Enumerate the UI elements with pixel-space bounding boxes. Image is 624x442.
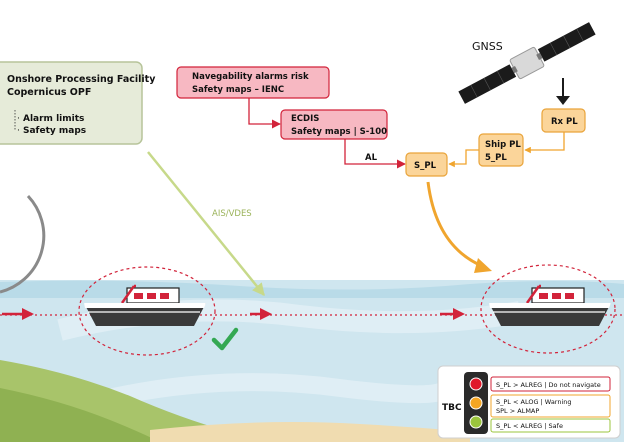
legend-orange-2: SPL > ALMAP: [496, 407, 539, 415]
opf-title-2: Copernicus OPF: [7, 87, 91, 98]
track-arrow-3: [440, 308, 465, 320]
legend-green: S_PL < ALREG | Safe: [496, 422, 563, 430]
ais-link: AIS/VDES: [147, 151, 265, 296]
al-label: AL: [365, 153, 378, 163]
gnss-label: GNSS: [472, 40, 503, 53]
ecdis-spl-connector: [344, 139, 406, 169]
opf-title-1: Onshore Processing Facility: [7, 74, 156, 85]
legend-red: S_PL > ALREG | Do not navigate: [496, 381, 601, 389]
legend-box: TBC S_PL > ALREG | Do not navigate S_PL …: [437, 365, 621, 439]
ecdis-line-1: ECDIS: [291, 114, 319, 124]
rxpl-label: Rx PL: [551, 117, 578, 127]
orbit-arc: [0, 194, 46, 294]
satellite-rxpl-arrow: [556, 78, 570, 105]
spl-box: S_PL: [405, 152, 448, 177]
ecdis-line-2: Safety maps | S-100: [291, 127, 387, 137]
ship-zone-right: [480, 264, 616, 354]
track-arrow-2: [250, 308, 272, 320]
traffic-light-orange: [469, 396, 483, 410]
rxpl-box: Rx PL: [541, 108, 586, 133]
ship-icon-left: [84, 284, 206, 326]
nav-box: Navegability alarms risk Safety maps – I…: [176, 66, 330, 99]
spl-ship-arrow: [426, 181, 492, 273]
traffic-light-red: [469, 377, 483, 391]
ais-label: AIS/VDES: [212, 209, 252, 219]
ecdis-box: ECDIS Safety maps | S-100: [280, 109, 388, 140]
nav-line-2: Safety maps – IENC: [192, 85, 284, 95]
shippl-line-1: Ship PL: [485, 140, 521, 150]
shore: [0, 360, 470, 442]
rxpl-shippl-connector: [524, 132, 565, 154]
opf-bullet-2: ·: [17, 126, 20, 136]
tbc-label: TBC: [442, 403, 462, 413]
shippl-box: Ship PL 5_PL: [478, 133, 524, 167]
opf-bullet-1: ·: [17, 114, 20, 124]
check-icon: [211, 327, 239, 351]
ship-icon-right: [489, 284, 611, 326]
spl-label: S_PL: [414, 161, 437, 171]
opf-item-alarm-limits: Alarm limits: [23, 114, 84, 124]
track-arrow-1: [2, 308, 34, 320]
satellite-icon: GNSS: [458, 22, 596, 104]
opf-item-safety-maps: Safety maps: [23, 126, 86, 136]
shippl-spl-connector: [448, 149, 479, 168]
traffic-light-green: [469, 415, 483, 429]
nav-line-1: Navegability alarms risk: [192, 72, 309, 82]
nav-ecdis-connector: [248, 98, 281, 129]
shippl-line-2: 5_PL: [485, 153, 507, 163]
ship-zone-left: [78, 266, 216, 356]
opf-box: Onshore Processing Facility Copernicus O…: [0, 61, 156, 145]
legend-orange-1: S_PL < ALOG | Warning: [496, 398, 572, 406]
